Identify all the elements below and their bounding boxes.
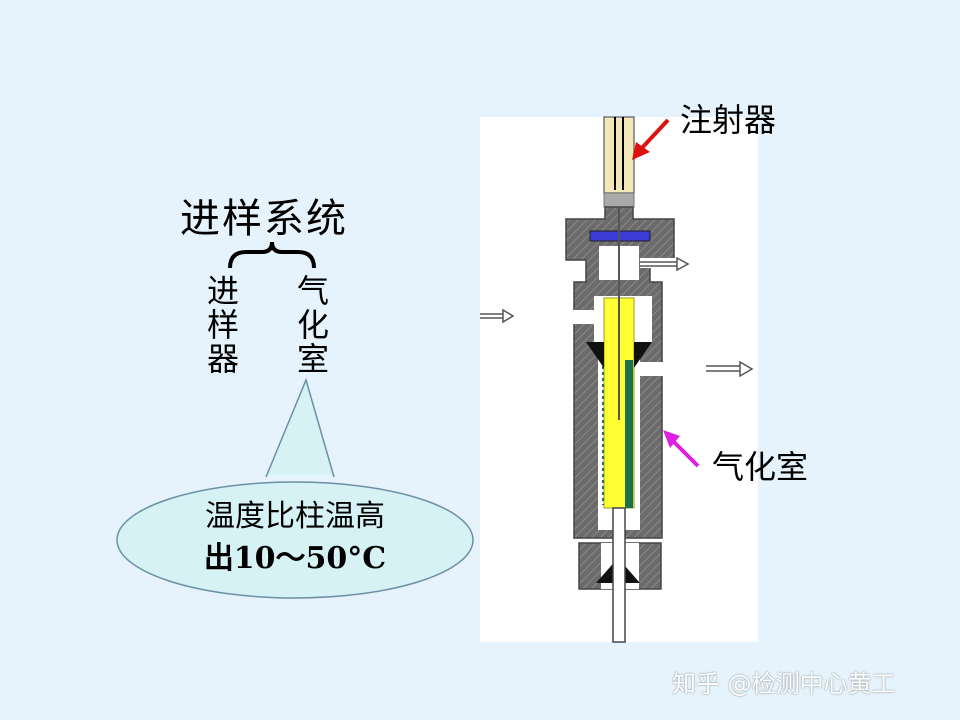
injector-label: 进样器 [202, 274, 240, 376]
callout-bubble [116, 377, 474, 599]
column-outlet [612, 507, 626, 643]
flow-arrow-icon [480, 256, 754, 378]
syringe-callout: 注射器 [680, 101, 777, 139]
curly-brace-icon [228, 241, 316, 269]
chamber-callout: 气化室 [712, 448, 809, 486]
bubble-text: 温度比柱温高 出10～50°C [150, 496, 440, 580]
chamber-pointer-arrow [663, 430, 700, 468]
bubble-line-1: 温度比柱温高 [205, 499, 385, 534]
vaporizer-label: 气化室 [292, 274, 330, 376]
syringe-pointer-arrow [632, 118, 670, 160]
bubble-line-2: 出10～50°C [203, 541, 387, 576]
page-title: 进样系统 [180, 196, 348, 242]
syringe-barrel [603, 116, 635, 194]
watermark: 知乎 @检测中心黄工 [672, 670, 896, 698]
